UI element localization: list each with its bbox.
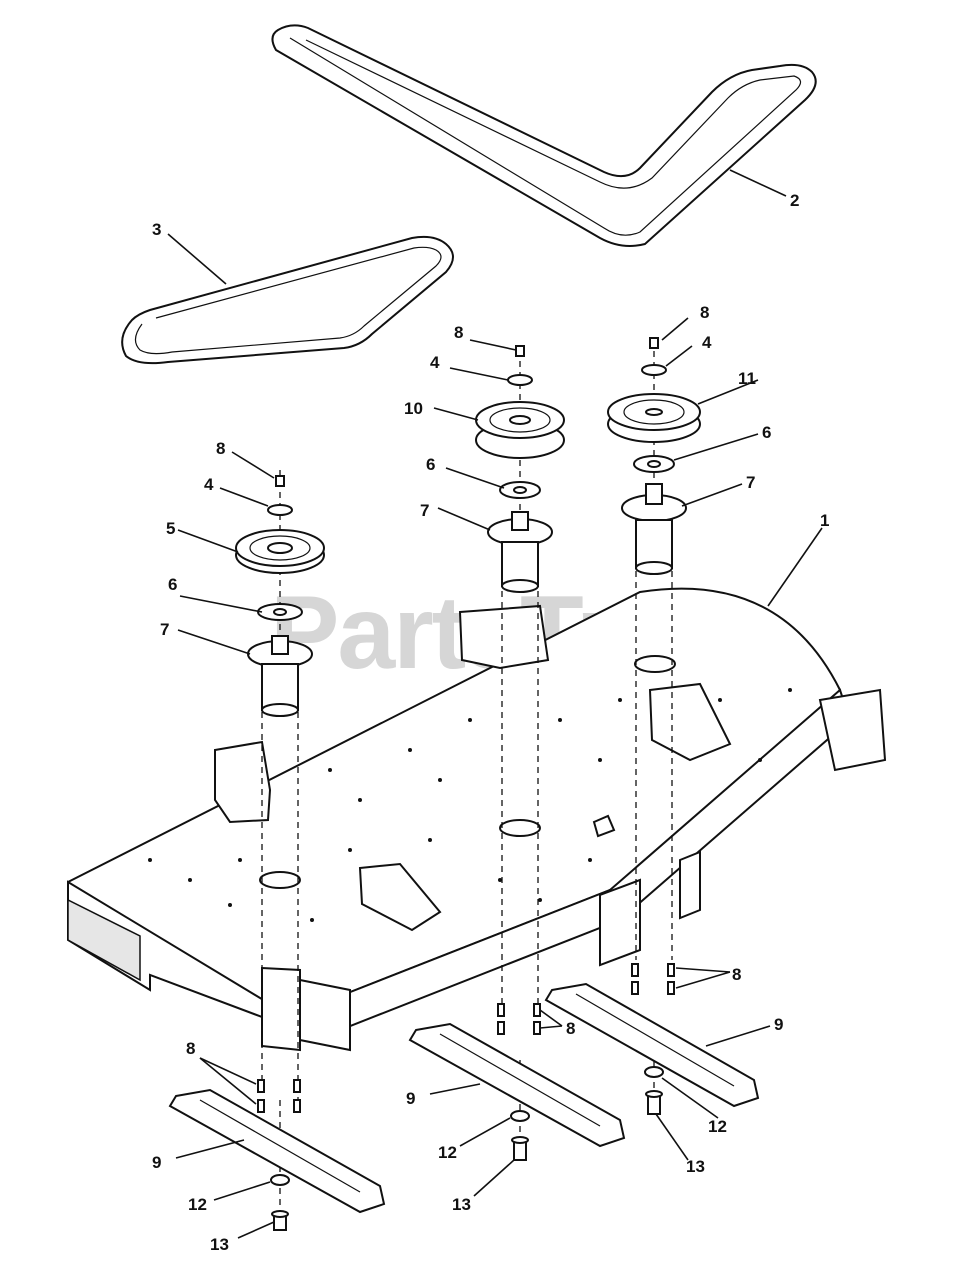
callout-6-center: 6 (426, 455, 435, 474)
callout-2: 2 (790, 191, 799, 210)
callout-6-left: 6 (168, 575, 177, 594)
callout-8-left-bottom: 8 (186, 1039, 195, 1058)
callout-5: 5 (166, 519, 175, 538)
callout-3: 3 (152, 220, 161, 239)
callout-labels: 1 2 3 4 4 4 5 6 6 6 7 7 7 8 8 8 8 8 8 9 … (152, 191, 829, 1254)
callout-13-left: 13 (210, 1235, 229, 1254)
callout-4-center: 4 (430, 353, 440, 372)
mower-deck[interactable] (67, 587, 887, 1052)
callout-10: 10 (404, 399, 423, 418)
callout-9-left: 9 (152, 1153, 161, 1172)
callout-7-left: 7 (160, 620, 169, 639)
blade-center[interactable] (408, 1022, 626, 1148)
deck-mount-holes (148, 688, 792, 922)
callout-12-left: 12 (188, 1195, 207, 1214)
callout-4-right: 4 (702, 333, 712, 352)
callout-7-right: 7 (746, 473, 755, 492)
blade-right[interactable] (544, 982, 760, 1108)
callout-13-center: 13 (452, 1195, 471, 1214)
callout-8-right-top: 8 (700, 303, 709, 322)
callout-9-center: 9 (406, 1089, 415, 1108)
right-spindle-stack[interactable] (607, 337, 701, 575)
callout-8-center-top: 8 (454, 323, 463, 342)
belt-large[interactable] (271, 24, 817, 247)
blade-left[interactable] (168, 1088, 386, 1214)
callout-7-center: 7 (420, 501, 429, 520)
center-spindle-stack[interactable] (475, 345, 565, 593)
callout-9-right: 9 (774, 1015, 783, 1034)
callout-12-center: 12 (438, 1143, 457, 1162)
blade-hardware-center[interactable] (510, 1110, 530, 1161)
callout-8-right-bottom: 8 (732, 965, 741, 984)
callout-6-right: 6 (762, 423, 771, 442)
callout-11: 11 (738, 369, 756, 388)
callout-4-left: 4 (204, 475, 214, 494)
mounting-screws[interactable] (257, 963, 675, 1113)
callout-12-right: 12 (708, 1117, 727, 1136)
callout-13-right: 13 (686, 1157, 705, 1176)
callout-8-left-top: 8 (216, 439, 225, 458)
blade-hardware-right[interactable] (644, 1066, 664, 1115)
callout-1: 1 (820, 511, 829, 530)
belt-small[interactable] (121, 235, 454, 365)
callout-8-center-bottom: 8 (566, 1019, 575, 1038)
left-spindle-stack[interactable] (235, 475, 325, 717)
leader-lines (167, 169, 823, 1239)
